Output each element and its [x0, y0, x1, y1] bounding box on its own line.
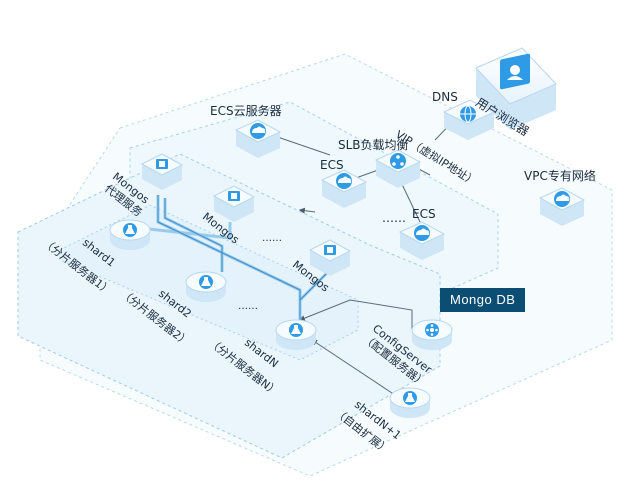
dns-globe-icon — [460, 105, 476, 123]
mongos-node-2 — [212, 185, 256, 222]
label-ecs-2: ECS — [412, 207, 436, 221]
label-ellipsis-mongos: …… — [262, 233, 282, 244]
cluster-node-icon — [425, 323, 439, 337]
flask-icon — [123, 223, 137, 237]
arrow-shardN1-shardN — [310, 339, 396, 396]
arrow-to-mongodb — [298, 207, 316, 214]
mongos-node-3 — [308, 239, 352, 276]
ecs-node-2 — [398, 221, 446, 260]
routing-wires — [157, 195, 333, 322]
label-dns: DNS — [432, 90, 458, 104]
label-ellipsis-shard: …… — [238, 301, 258, 312]
label-ecs-cloud: ECS云服务器 — [210, 104, 282, 118]
line-slb-ecs2 — [399, 179, 421, 223]
cpu-chip-icon — [228, 191, 240, 201]
flask-icon — [403, 391, 417, 405]
cloud-icon — [414, 225, 430, 241]
cloud-icon — [336, 173, 352, 189]
load-balancer-icon — [390, 153, 406, 169]
connection-lines — [262, 111, 463, 396]
flask-icon — [199, 275, 213, 289]
mongos-node-proxy — [140, 153, 184, 190]
cloud-icon — [554, 191, 570, 207]
config-server-node — [411, 319, 453, 350]
cpu-chip-icon — [324, 245, 336, 255]
user-card-icon — [500, 53, 530, 90]
label-ellipsis-ecs: …… — [382, 211, 406, 225]
arrow-config-shardN — [298, 299, 413, 330]
cpu-chip-icon — [156, 159, 168, 169]
shard2-node — [185, 271, 227, 302]
user-browser-node — [475, 47, 557, 130]
shardN-node — [275, 319, 317, 350]
mongodb-tag: Mongo DB — [440, 288, 526, 312]
label-vpc: VPC专有网络 — [524, 169, 596, 183]
flask-icon — [289, 323, 303, 337]
label-slb: SLB负载均衡 — [338, 138, 409, 152]
ecs-cloud-node — [234, 119, 282, 158]
dns-node — [442, 99, 496, 140]
label-ecs-1: ECS — [320, 158, 344, 172]
ecs-node-1 — [320, 169, 368, 208]
shardN1-node — [389, 387, 431, 418]
slb-node — [374, 149, 422, 188]
cloud-icon — [250, 123, 266, 139]
shard1-node — [109, 219, 151, 250]
vpc-node — [538, 187, 586, 226]
